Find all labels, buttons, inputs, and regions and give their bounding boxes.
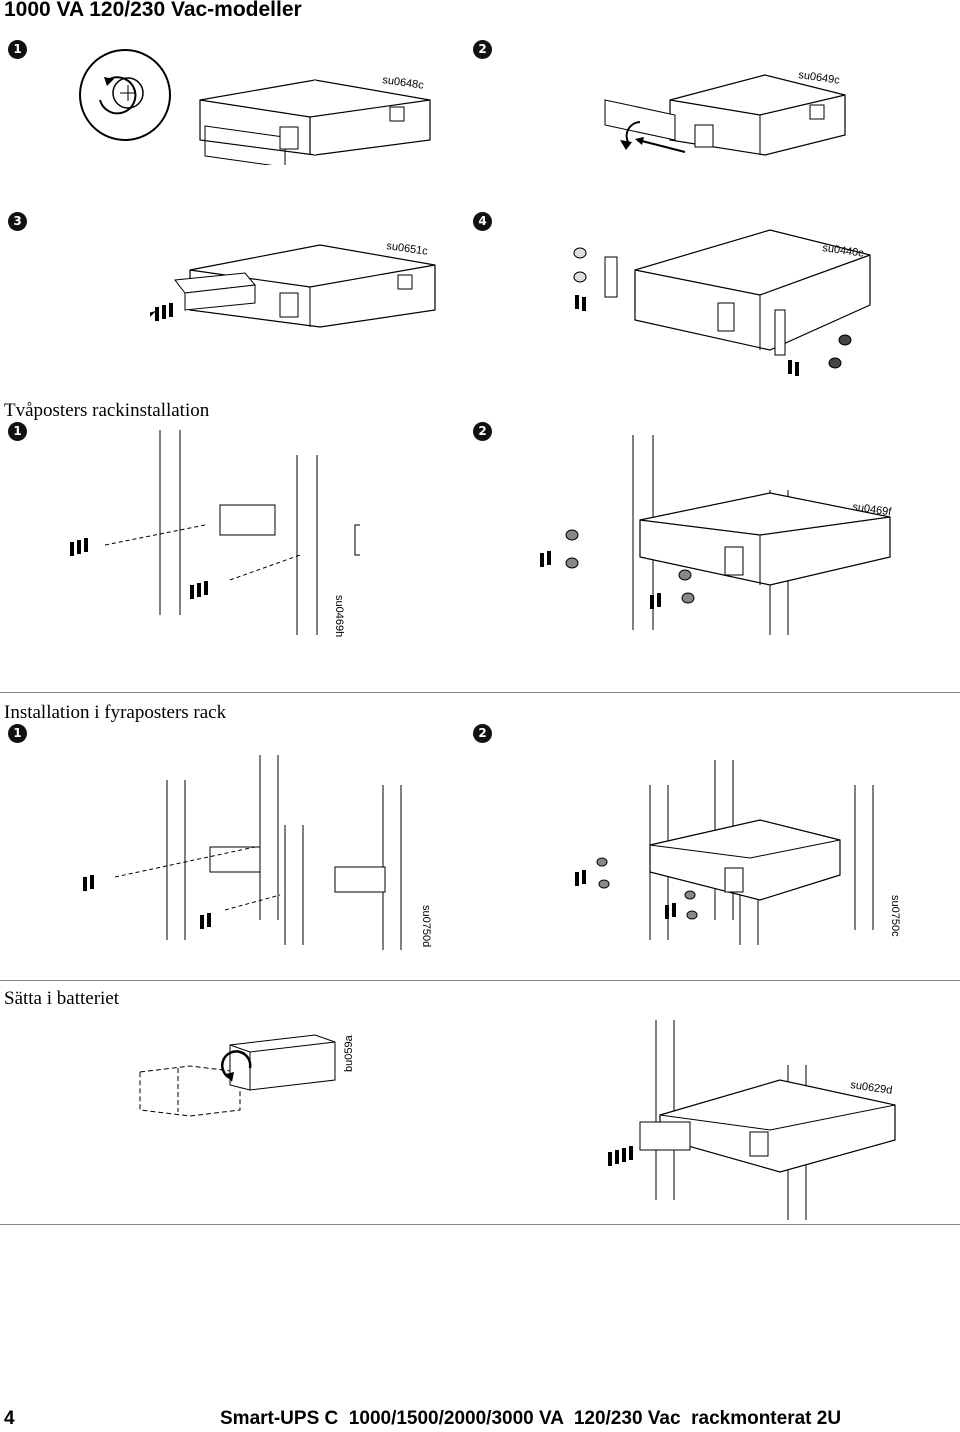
figure-two-post-brackets: su0469h (60, 430, 360, 640)
step-badge-3: 3 (8, 212, 27, 231)
step-badge-1-four-post: 1 (8, 724, 27, 743)
section-heading-two-post: Tvåposters rackinstallation (4, 400, 210, 421)
figure-remove-bezel: su0649c (600, 60, 850, 165)
figure-code-1: su0648c (382, 74, 425, 92)
figure-code-5: su0469h (333, 595, 345, 637)
figure-battery-module: bu059a (130, 1030, 370, 1120)
divider (0, 1224, 960, 1225)
figure-four-post-brackets: su0750d (75, 755, 445, 955)
step-badge-1: 1 (8, 40, 27, 59)
divider (0, 980, 960, 981)
footer-text: Smart-UPS C 1000/1500/2000/3000 VA 120/2… (220, 1408, 842, 1429)
page-title: 1000 VA 120/230 Vac-modeller (4, 0, 302, 21)
section-heading-four-post: Installation i fyraposters rack (4, 702, 227, 723)
figure-code-10: su0629d (850, 1079, 893, 1097)
figure-code-7: su0750d (420, 905, 432, 947)
figure-insert-battery-rack: su0629d (600, 1020, 910, 1220)
step-badge-4: 4 (473, 212, 492, 231)
figure-attach-brackets: su0440c (560, 225, 880, 385)
step-badge-2-two-post: 2 (473, 422, 492, 441)
figure-slide-out-battery: su0651c (150, 225, 440, 330)
figure-code-4: su0440c (822, 242, 865, 260)
figure-code-3: su0651c (386, 240, 429, 258)
figure-code-9: bu059a (343, 1034, 355, 1072)
figure-remove-front-knob: su0648c (70, 45, 450, 165)
divider (0, 692, 960, 693)
step-badge-2-four-post: 2 (473, 724, 492, 743)
section-heading-battery: Sätta i batteriet (4, 988, 120, 1009)
step-badge-1-two-post: 1 (8, 422, 27, 441)
step-badge-2: 2 (473, 40, 492, 59)
figure-four-post-mount-ups: su0750c (570, 760, 910, 955)
figure-two-post-mount-ups: su0469f (530, 435, 900, 635)
figure-code-2: su0649c (798, 69, 841, 87)
figure-code-8: su0750c (889, 895, 901, 937)
figure-code-6: su0469f (852, 501, 893, 518)
page-number: 4 (4, 1408, 15, 1429)
